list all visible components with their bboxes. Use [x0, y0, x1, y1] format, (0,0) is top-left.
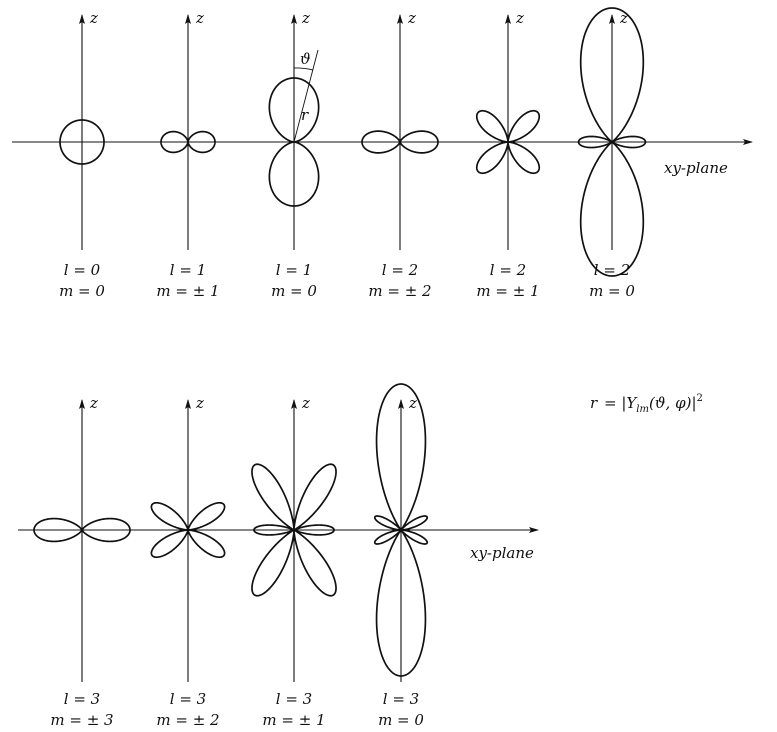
m-label: m = 0 [589, 282, 635, 300]
l-label: l = 2 [490, 261, 526, 279]
l-label: l = 3 [64, 690, 100, 708]
l-label: l = 3 [170, 690, 206, 708]
xy-plane-label-bottom: xy-plane [470, 544, 534, 562]
lobe-curve [251, 463, 337, 597]
m-label: m = ± 2 [156, 711, 219, 729]
m-label: m = ± 1 [476, 282, 539, 300]
z-axis-label: z [619, 9, 628, 27]
plot-l3-m3: z l = 3 m = ± 3 [33, 394, 131, 729]
lobe-curve [475, 109, 541, 175]
plot-l3-m0: z l = 3 m = 0 [373, 383, 429, 729]
z-axis-label: z [515, 9, 524, 27]
m-label: m = ± 2 [368, 282, 431, 300]
l-label: l = 1 [276, 261, 312, 279]
plot-l2-m1: z l = 2 m = ± 1 [475, 9, 541, 300]
lobe-curve [33, 517, 131, 543]
lobe-curve [160, 130, 216, 154]
z-axis-label: z [195, 394, 204, 412]
m-label: m = ± 1 [156, 282, 219, 300]
m-label: m = ± 1 [262, 711, 325, 729]
z-axis-label: z [301, 394, 310, 412]
plot-l2-m2: z l = 2 m = ± 2 [361, 9, 439, 300]
l-label: l = 3 [383, 690, 419, 708]
l-label: l = 2 [382, 261, 418, 279]
plot-l3-m1: z l = 3 m = ± 1 [251, 394, 337, 729]
m-label: m = 0 [271, 282, 317, 300]
l-label: l = 3 [276, 690, 312, 708]
svg-text:r = |Ylm(ϑ, φ)|2: r = |Ylm(ϑ, φ)|2 [590, 393, 703, 415]
lobe-curve [268, 77, 320, 207]
theta-label: ϑ [300, 50, 311, 68]
plot-l1-m1: z l = 1 m = ± 1 [156, 9, 219, 300]
m-label: m = 0 [59, 282, 105, 300]
lobe-curve [361, 130, 439, 154]
plot-l2-m0: z l = 2 m = 0 [577, 7, 647, 300]
lobe-curve [373, 383, 429, 677]
m-label: m = 0 [378, 711, 424, 729]
xy-plane-label-top: xy-plane [664, 159, 728, 177]
z-axis-label: z [195, 9, 204, 27]
lobe-curve [577, 7, 647, 277]
l-label: l = 1 [170, 261, 206, 279]
formula: r = |Ylm(ϑ, φ)|2 [590, 393, 703, 415]
z-axis-label: z [408, 394, 417, 412]
plot-l1-m0: z l = 1 m = 0 [268, 9, 320, 300]
z-axis-label: z [89, 9, 98, 27]
lobe-curve [150, 501, 226, 559]
r-label: r [301, 106, 309, 124]
m-label: m = ± 3 [50, 711, 113, 729]
lobe-curve [59, 119, 105, 165]
l-label: l = 2 [594, 261, 630, 279]
plot-l3-m2: z l = 3 m = ± 2 [150, 394, 226, 729]
plot-l0-m0: z l = 0 m = 0 [59, 9, 105, 300]
l-label: l = 0 [64, 261, 101, 279]
radius-line [293, 49, 319, 143]
z-axis-label: z [301, 9, 310, 27]
z-axis-label: z [407, 9, 416, 27]
z-axis-label: z [89, 394, 98, 412]
theta-arc [293, 67, 314, 71]
